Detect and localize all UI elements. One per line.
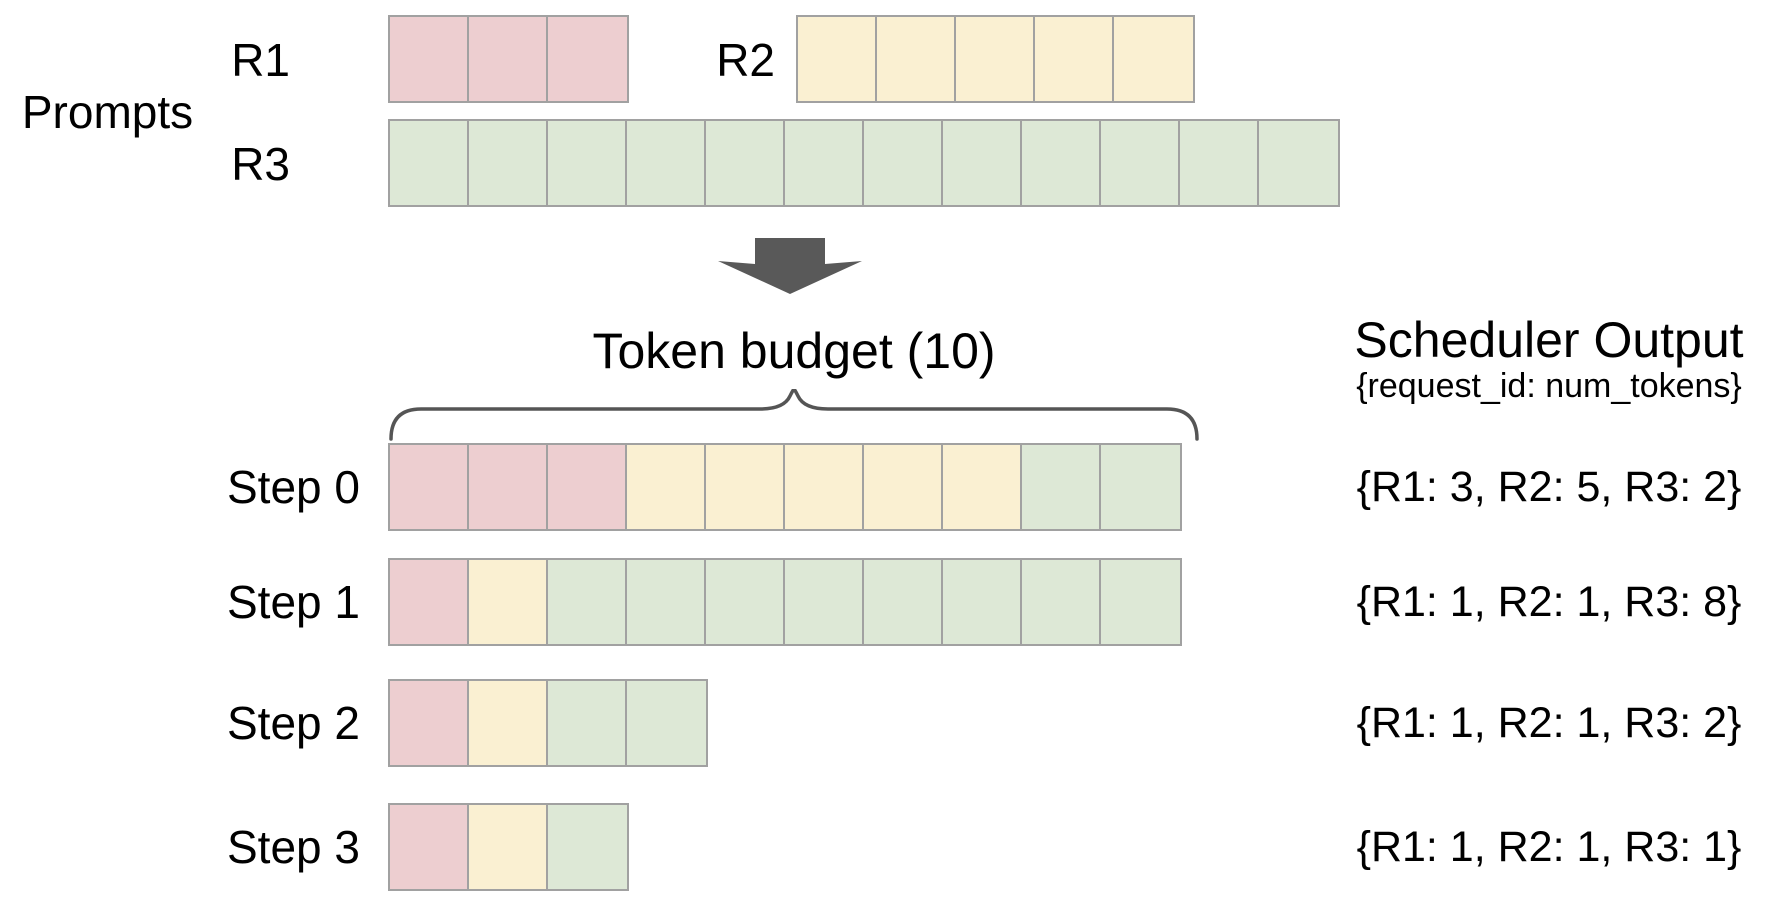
token-cell-r2: [798, 17, 877, 101]
prompt-row-label-r3: R3: [231, 138, 290, 190]
scheduler-output-step-1: {R1: 1, R2: 1, R3: 8}: [1356, 578, 1742, 626]
token-cell-r2: [469, 805, 548, 889]
token-cell-r3: [1180, 121, 1259, 205]
token-cell-r3: [548, 560, 627, 644]
scheduler-output-step-3: {R1: 1, R2: 1, R3: 1}: [1356, 823, 1742, 871]
token-cell-r2: [943, 445, 1022, 529]
step-label-0: Step 0: [227, 461, 360, 513]
prompt-row-r1: [388, 15, 629, 103]
token-cell-r1: [390, 445, 469, 529]
token-cell-r3: [469, 121, 548, 205]
token-cell-r1: [390, 805, 469, 889]
token-cell-r3: [785, 560, 864, 644]
token-cell-r3: [1022, 560, 1101, 644]
step-row-0: [388, 443, 1182, 531]
token-cell-r2: [864, 445, 943, 529]
step-row-3: [388, 803, 629, 891]
step-label-1: Step 1: [227, 576, 360, 628]
token-cell-r3: [548, 805, 627, 889]
step-label-2: Step 2: [227, 697, 360, 749]
token-cell-r3: [548, 121, 627, 205]
token-cell-r3: [627, 121, 706, 205]
scheduler-output-title: Scheduler Output: [1354, 312, 1744, 368]
prompt-row-label-r2: R2: [716, 34, 775, 86]
scheduler-output-format: {request_id: num_tokens}: [1356, 367, 1742, 405]
prompt-row-r2: [796, 15, 1195, 103]
token-cell-r3: [1101, 445, 1180, 529]
token-cell-r3: [1022, 445, 1101, 529]
down-arrow-icon: [718, 238, 862, 294]
token-cell-r3: [1022, 121, 1101, 205]
scheduler-output-step-2: {R1: 1, R2: 1, R3: 2}: [1356, 699, 1742, 747]
prompts-section-label: Prompts: [21, 86, 194, 138]
step-row-1: [388, 558, 1182, 646]
token-cell-r3: [548, 681, 627, 765]
brace-path: [389, 389, 1199, 441]
token-cell-r2: [706, 445, 785, 529]
token-cell-r3: [1259, 121, 1338, 205]
prompt-row-label-r1: R1: [231, 34, 290, 86]
token-cell-r3: [864, 121, 943, 205]
token-cell-r3: [1101, 560, 1180, 644]
token-cell-r3: [1101, 121, 1180, 205]
scheduler-output-step-0: {R1: 3, R2: 5, R3: 2}: [1356, 463, 1742, 511]
token-cell-r3: [943, 121, 1022, 205]
token-cell-r1: [548, 17, 627, 101]
token-cell-r3: [864, 560, 943, 644]
token-cell-r1: [390, 17, 469, 101]
step-row-2: [388, 679, 708, 767]
token-cell-r3: [943, 560, 1022, 644]
token-cell-r2: [785, 445, 864, 529]
prompt-row-r3: [388, 119, 1340, 207]
token-cell-r1: [548, 445, 627, 529]
token-cell-r1: [469, 445, 548, 529]
token-cell-r2: [1114, 17, 1193, 101]
token-cell-r3: [785, 121, 864, 205]
token-cell-r3: [627, 560, 706, 644]
token-cell-r1: [390, 560, 469, 644]
token-cell-r1: [469, 17, 548, 101]
token-cell-r3: [390, 121, 469, 205]
down-arrow-shape: [718, 238, 862, 294]
token-cell-r3: [706, 121, 785, 205]
token-cell-r2: [1035, 17, 1114, 101]
token-cell-r2: [877, 17, 956, 101]
token-budget-brace: [389, 389, 1199, 441]
token-cell-r3: [627, 681, 706, 765]
step-label-3: Step 3: [227, 821, 360, 873]
token-budget-label: Token budget (10): [592, 323, 996, 379]
token-cell-r1: [390, 681, 469, 765]
token-cell-r2: [627, 445, 706, 529]
token-cell-r3: [706, 560, 785, 644]
token-cell-r2: [956, 17, 1035, 101]
token-cell-r2: [469, 681, 548, 765]
token-cell-r2: [469, 560, 548, 644]
